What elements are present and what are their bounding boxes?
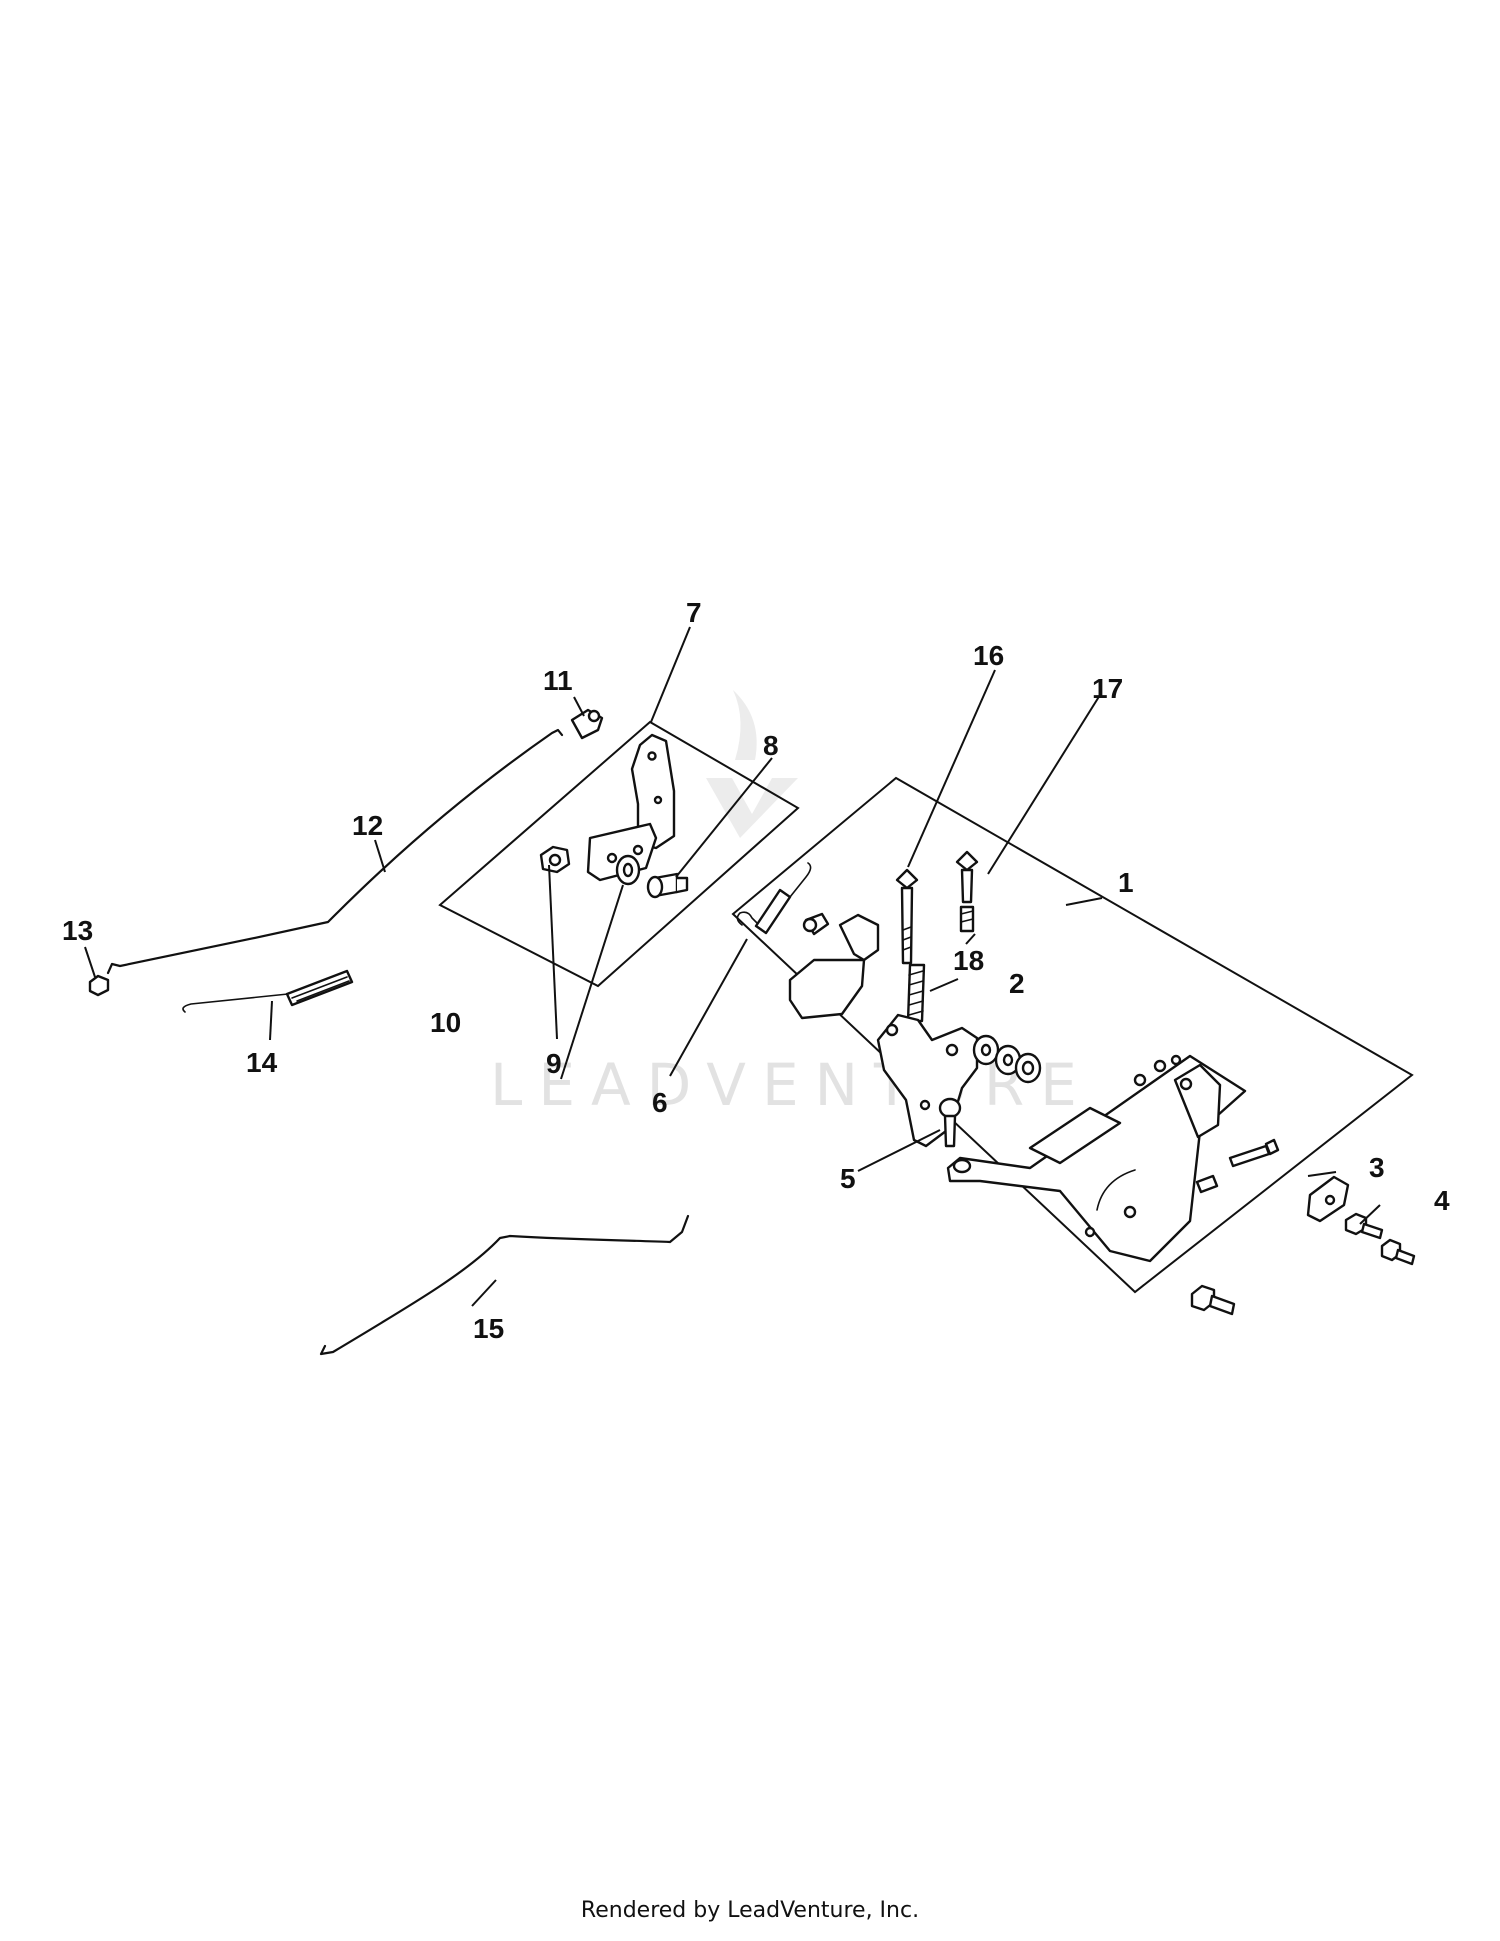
governor-spring [182,969,354,1013]
callout-17: 17 [1092,673,1123,704]
callout-6: 6 [652,1087,668,1118]
hex-nut [539,845,571,874]
lever-plate [876,1013,979,1148]
plate-bolt-and-spring [1195,1138,1280,1194]
callout-1: 1 [1118,867,1134,898]
idle-screw [955,850,979,904]
washer-stack [972,1034,1042,1084]
callout-16: 16 [973,640,1004,671]
callout-14: 14 [246,1047,278,1078]
footer-credit: Rendered by LeadVenture, Inc. [580,1898,920,1923]
idle-spring [959,905,975,933]
watermark-logo [706,690,798,838]
hex-bolt-lower [1190,1284,1236,1316]
callout-11: 11 [543,665,573,696]
callout-5: 5 [840,1163,856,1194]
callout-13: 13 [62,915,93,946]
flat-washer [615,854,641,886]
callout-10: 10 [430,1007,461,1038]
callout-15: 15 [473,1313,504,1344]
callout-18: 18 [953,945,984,976]
callout-3: 3 [1369,1152,1385,1183]
callout-7: 7 [686,597,702,628]
rod-bushing [88,974,110,997]
governor-bracket [586,733,676,882]
throttle-lever [788,912,880,1020]
callout-12: 12 [352,810,383,841]
compression-spring [906,963,926,1023]
shoulder-bolt [646,872,689,899]
throttle-rod [319,1214,690,1356]
extension-spring [736,862,812,935]
bracket-group-box [438,720,800,988]
callout-2: 2 [1009,968,1025,999]
pan-head-screw [938,1097,962,1148]
callout-9: 9 [546,1048,562,1079]
control-plate [946,1054,1247,1263]
hex-screw [1344,1212,1384,1240]
adjusting-screw [895,868,919,965]
cable-clamp [1306,1175,1350,1223]
hex-screw-2 [1380,1238,1416,1266]
rod-clip [570,708,604,740]
callout-8: 8 [763,730,779,761]
governor-rod [106,728,564,975]
callout-4: 4 [1434,1185,1450,1216]
leader-lines [84,626,1381,1307]
